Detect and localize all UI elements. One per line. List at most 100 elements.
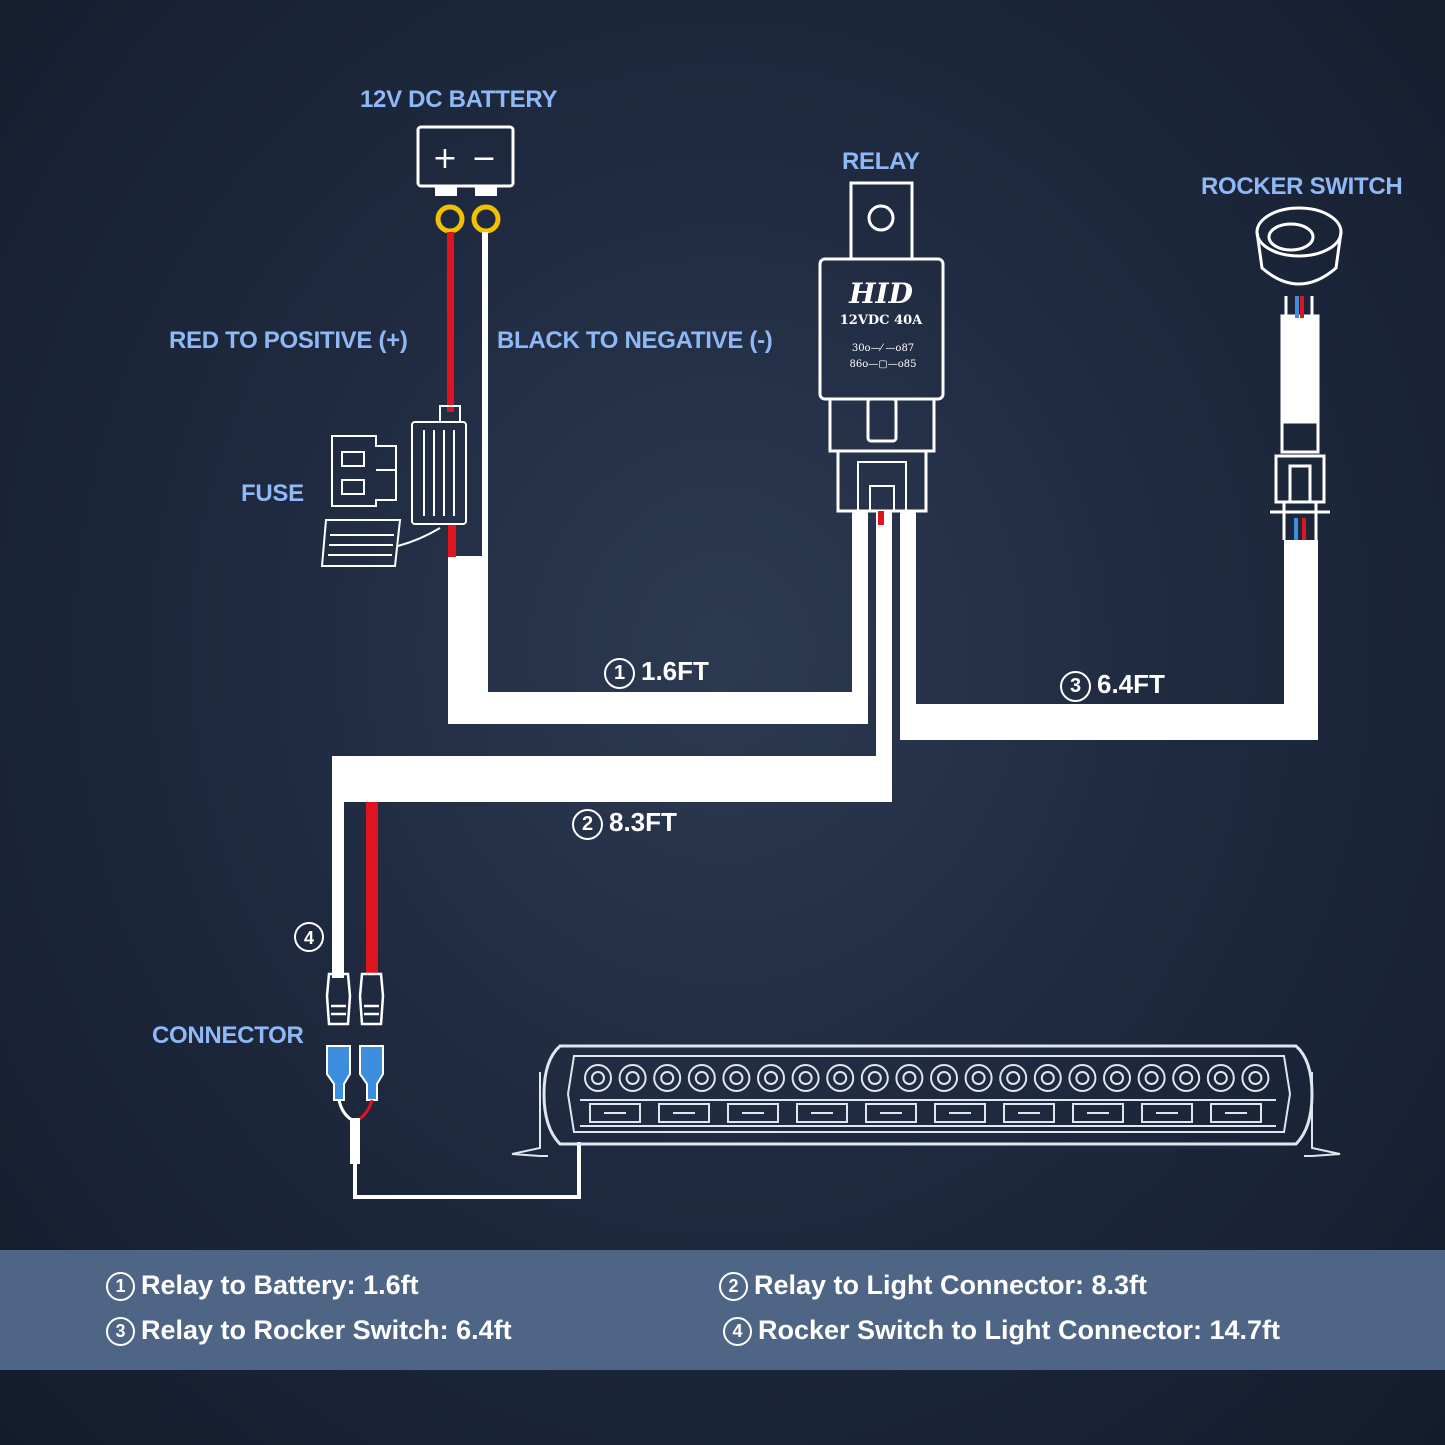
led-lens: [964, 1064, 993, 1092]
led-lens: [722, 1064, 751, 1092]
led-lens-inner: [625, 1071, 640, 1085]
legend-text-1: Relay to Battery: 1.6ft: [141, 1270, 419, 1300]
led-reflector: [1003, 1103, 1055, 1123]
led-lens: [1137, 1064, 1166, 1092]
red-wire: [447, 232, 454, 412]
led-lens: [930, 1064, 958, 1092]
led-reflector: [796, 1103, 848, 1123]
battery-negative-terminal: −: [471, 141, 496, 176]
battery-positive-terminal: +: [432, 141, 457, 176]
wire-length-2-text: 8.3FT: [609, 807, 677, 837]
black-wire-label: BLACK TO NEGATIVE (-): [497, 327, 773, 354]
led-lens-inner: [729, 1071, 744, 1085]
led-lens-inner: [660, 1071, 675, 1085]
led-lens: [1068, 1064, 1097, 1092]
fuse-label: FUSE: [241, 480, 304, 507]
relay-rating: 12VDC 40A: [840, 313, 923, 328]
led-lens-inner: [971, 1071, 986, 1085]
led-lens: [1241, 1064, 1270, 1092]
led-lens-inner: [1248, 1071, 1263, 1085]
relay-pins-top: 30o—⁄ —o87: [852, 343, 914, 354]
connector-label: CONNECTOR: [152, 1022, 304, 1049]
led-lens: [1172, 1064, 1201, 1092]
wire-number-4: 4: [304, 928, 314, 948]
led-lens: [584, 1064, 612, 1092]
led-reflector: [658, 1103, 710, 1123]
wire-length-1-text: 1.6FT: [641, 656, 709, 686]
led-lens-inner: [1179, 1071, 1194, 1085]
wire-length-3-text: 6.4FT: [1097, 669, 1165, 699]
relay-label: RELAY: [842, 148, 920, 175]
led-lens: [895, 1064, 924, 1092]
led-lens-inner: [1040, 1071, 1055, 1085]
led-lens-inner: [833, 1071, 848, 1085]
led-lens: [757, 1064, 785, 1092]
led-reflector: [934, 1103, 986, 1123]
legend-number-3: 3: [106, 1317, 135, 1347]
led-reflector: [1141, 1103, 1193, 1123]
led-lens-inner: [1006, 1071, 1021, 1085]
led-lens: [860, 1064, 889, 1092]
legend-text-3: Relay to Rocker Switch: 6.4ft: [141, 1315, 512, 1345]
led-lens: [1103, 1064, 1131, 1092]
led-lens-inner: [937, 1071, 951, 1085]
led-lens-inner: [591, 1071, 605, 1085]
legend-text-4: Rocker Switch to Light Connector: 14.7ft: [758, 1315, 1281, 1345]
battery-label: 12V DC BATTERY: [360, 86, 558, 113]
led-reflector: [865, 1103, 917, 1123]
led-lens-inner: [1075, 1071, 1090, 1085]
red-wire-label: RED TO POSITIVE (+): [169, 327, 408, 354]
led-lens-inner: [1144, 1071, 1159, 1085]
led-lens-inner: [867, 1071, 882, 1085]
legend-number-4: 4: [723, 1317, 752, 1347]
connector-male-icon: [325, 972, 385, 1026]
led-reflector: [727, 1103, 779, 1123]
harness-sheathing: [332, 512, 1318, 978]
led-lens-inner: [694, 1071, 709, 1085]
legend-text-2: Relay to Light Connector: 8.3ft: [754, 1270, 1148, 1300]
led-lens: [653, 1064, 682, 1092]
ring-terminal-negative: [471, 204, 501, 234]
led-lens: [999, 1064, 1028, 1092]
led-reflector: [589, 1103, 641, 1123]
led-lens: [826, 1064, 855, 1092]
led-lens: [791, 1064, 820, 1092]
led-lens-inner: [764, 1071, 778, 1085]
led-lens: [618, 1064, 647, 1092]
ring-terminal-positive: [435, 204, 465, 234]
relay-brand: HID: [848, 277, 914, 310]
led-lens: [1033, 1064, 1062, 1092]
led-lens-inner: [1110, 1071, 1124, 1085]
connector-female-icon: [326, 1045, 384, 1101]
rocker-switch-label: ROCKER SWITCH: [1201, 173, 1403, 200]
wire-number-2: 2: [572, 808, 603, 840]
relay-pins-bottom: 86o—▢—o85: [850, 359, 917, 370]
led-reflector: [1210, 1103, 1262, 1123]
led-lens-inner: [798, 1071, 813, 1085]
wire-number-1: 1: [604, 657, 635, 689]
led-lens: [1206, 1064, 1235, 1092]
led-lens-inner: [1213, 1071, 1228, 1085]
legend-number-1: 1: [106, 1272, 135, 1302]
fuse-icon: [320, 405, 467, 567]
led-lens: [687, 1064, 716, 1092]
rocker-switch-icon: [1255, 206, 1343, 540]
led-lens-inner: [902, 1071, 917, 1085]
legend-number-2: 2: [719, 1272, 748, 1302]
led-light-bar-icon: [511, 1044, 1341, 1157]
relay-icon: HID 12VDC 40A 30o—⁄ —o87 86o—▢—o85: [818, 181, 945, 525]
battery-icon: + −: [416, 125, 515, 196]
black-wire: [482, 232, 488, 558]
led-reflector: [1072, 1103, 1124, 1123]
wire-number-3: 3: [1060, 670, 1091, 702]
connector-red-wire: [366, 802, 378, 974]
